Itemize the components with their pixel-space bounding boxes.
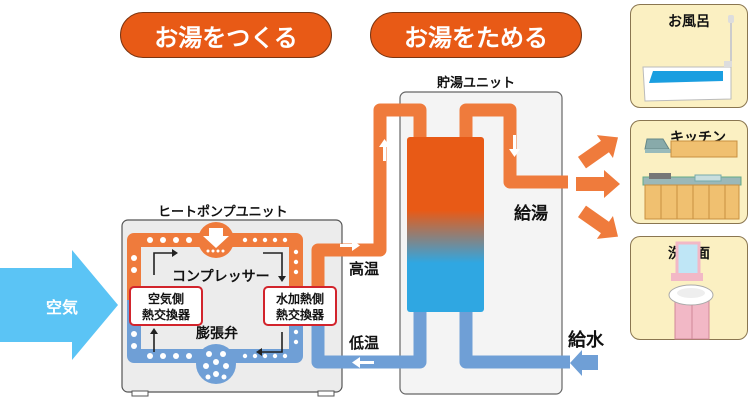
kitchen-icon bbox=[642, 138, 742, 220]
hot-supply-label: 給湯 bbox=[514, 204, 548, 224]
heat-pump-foot-right bbox=[317, 390, 335, 397]
water-hx-line2: 熱交換器 bbox=[275, 308, 324, 322]
compressor-label: コンプレッサー bbox=[172, 269, 270, 285]
room-washroom: 洗 面 bbox=[630, 236, 748, 340]
store-hot-water-header: お湯をためる bbox=[370, 12, 582, 58]
air-arrow bbox=[0, 250, 118, 360]
heat-pump-unit-label: ヒートポンプユニット bbox=[158, 205, 288, 220]
storage-unit-label: 貯湯ユニット bbox=[437, 76, 516, 91]
air-hx-line2: 熱交換器 bbox=[141, 308, 190, 322]
refrigerant-dots bbox=[131, 237, 299, 359]
air-hx-line1: 空気側 bbox=[147, 292, 184, 306]
hot-pipe bbox=[311, 103, 427, 340]
flow-arrow-left bbox=[352, 357, 374, 368]
air-label: 空気 bbox=[46, 298, 79, 317]
compressor-icon bbox=[198, 222, 234, 258]
water-supply-label: 給水 bbox=[568, 330, 604, 351]
hot-supply-pipe bbox=[459, 103, 568, 189]
room-kitchen: キッチン bbox=[630, 120, 748, 224]
flow-arrow-down bbox=[509, 135, 520, 157]
cycle-arrows bbox=[153, 252, 283, 353]
storage-tank bbox=[407, 137, 484, 312]
low-temp-label: 低温 bbox=[349, 334, 380, 352]
water-hx-line1: 水加熱側 bbox=[275, 292, 324, 306]
room-bath: お風呂 bbox=[630, 4, 748, 108]
high-temp-label: 高温 bbox=[349, 260, 380, 278]
distribution-arrow-right bbox=[576, 170, 620, 198]
distribution-arrow-up bbox=[577, 135, 619, 169]
distribution-arrow-down bbox=[577, 205, 619, 239]
cycle-arrowheads bbox=[150, 249, 286, 356]
air-side-heat-exchanger: 空気側 熱交換器 bbox=[129, 286, 203, 326]
make-hot-water-header: お湯をつくる bbox=[120, 12, 332, 58]
flow-arrow-right bbox=[340, 240, 360, 251]
heat-pump-foot-left bbox=[131, 390, 149, 397]
bathtub-icon bbox=[642, 15, 734, 102]
water-side-heat-exchanger: 水加熱側 熱交換器 bbox=[263, 286, 337, 326]
washbasin-icon bbox=[668, 241, 714, 340]
water-supply-pipe bbox=[459, 308, 570, 369]
water-supply-arrow bbox=[570, 350, 598, 376]
expansion-valve-icon bbox=[196, 344, 236, 384]
expansion-valve-label: 膨張弁 bbox=[196, 326, 238, 342]
room-bath-label: お風呂 bbox=[668, 14, 710, 30]
flow-arrow-up bbox=[379, 139, 390, 161]
